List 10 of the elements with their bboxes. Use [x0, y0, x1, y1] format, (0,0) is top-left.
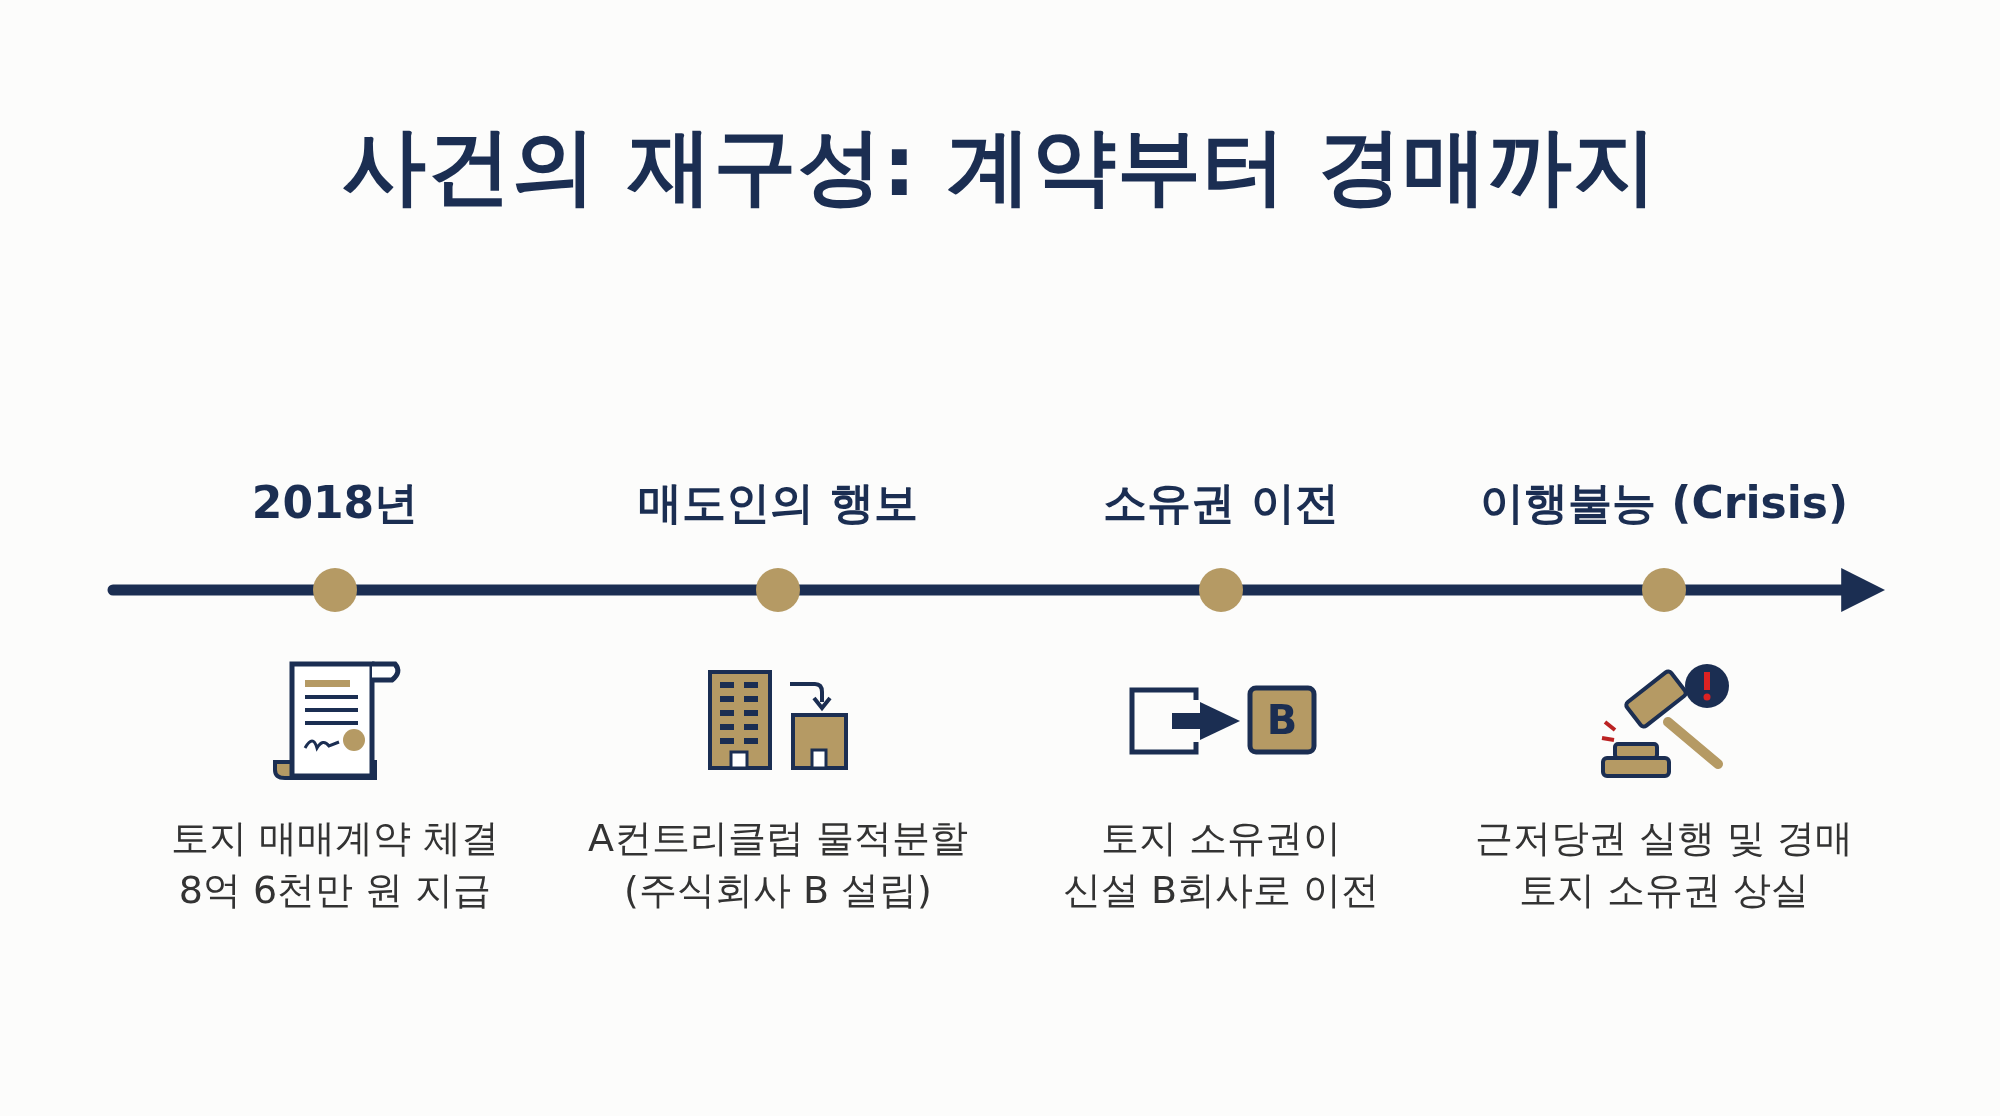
- event-description: 토지 소유권이 신설 B회사로 이전: [1062, 815, 1380, 914]
- letter-label: B: [1266, 697, 1298, 743]
- event-description: 근저당권 실행 및 경매 토지 소유권 상실: [1474, 815, 1854, 914]
- timeline-heading: 이행불능 (Crisis): [1479, 476, 1849, 530]
- event-description: 토지 매매계약 체결 8억 6천만 원 지급: [170, 815, 500, 914]
- event-description: A컨트리클럽 물적분할 (주식회사 B 설립): [587, 815, 969, 914]
- timeline-heading: 2018년: [251, 476, 419, 530]
- title: 사건의 재구성: 계약부터 경매까지: [341, 116, 1659, 217]
- timeline-heading: 매도인의 행보: [638, 476, 918, 530]
- timeline-heading: 소유권 이전: [1103, 476, 1339, 530]
